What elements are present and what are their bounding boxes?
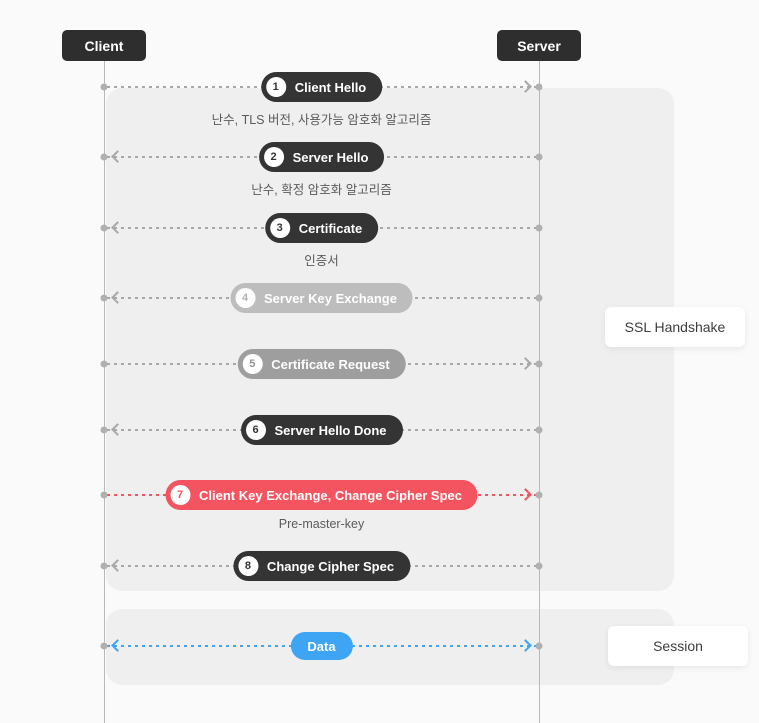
message-pill: 7 Client Key Exchange, Change Cipher Spe…: [165, 480, 478, 510]
step-number-badge: 2: [263, 147, 284, 167]
arrowhead-left-icon: [111, 291, 124, 304]
server-lifeline: [539, 61, 540, 723]
arrowhead-left-icon: [111, 221, 124, 234]
arrowhead-right-icon: [519, 80, 532, 93]
lifeline-dot: [100, 294, 108, 302]
step-number-badge: 7: [170, 485, 191, 505]
lifeline-dot: [100, 642, 108, 650]
ssl-handshake-tag-label: SSL Handshake: [624, 319, 726, 335]
message-note: Pre-master-key: [278, 517, 365, 531]
arrowhead-right-icon: [519, 357, 532, 370]
lifeline-dot: [535, 426, 543, 434]
message-label: Client Hello: [294, 79, 367, 95]
message-pill: 5 Certificate Request: [237, 349, 406, 379]
lifeline-dot: [535, 360, 543, 368]
message-pill: 1 Client Hello: [260, 72, 383, 102]
message-row-server-key-exchange: 4 Server Key Exchange: [100, 283, 543, 313]
lifeline-dot: [100, 83, 108, 91]
ssl-handshake-tag: SSL Handshake: [605, 307, 745, 347]
message-row-client-hello: 1 Client Hello: [100, 72, 543, 102]
message-pill: Data: [290, 632, 353, 660]
step-number-badge: 3: [269, 218, 290, 238]
message-row-server-hello: 2 Server Hello: [100, 142, 543, 172]
message-label: Server Hello Done: [274, 422, 387, 438]
lifeline-dot: [100, 426, 108, 434]
message-label: Certificate Request: [271, 356, 390, 372]
step-number-badge: 5: [242, 354, 263, 374]
message-pill: 6 Server Hello Done: [240, 415, 403, 445]
session-tag-label: Session: [653, 638, 703, 654]
message-row-client-key-exchange: 7 Client Key Exchange, Change Cipher Spe…: [100, 480, 543, 510]
message-label: Server Hello: [292, 149, 369, 165]
message-row-certificate-request: 5 Certificate Request: [100, 349, 543, 379]
step-number-badge: 4: [235, 288, 256, 308]
message-row-data: Data: [100, 631, 543, 661]
server-actor-label: Server: [517, 37, 561, 54]
client-lifeline: [104, 61, 105, 723]
message-label: Server Key Exchange: [264, 290, 397, 306]
lifeline-dot: [535, 83, 543, 91]
message-row-certificate: 3 Certificate: [100, 213, 543, 243]
lifeline-dot: [100, 153, 108, 161]
client-actor-label: Client: [84, 37, 124, 54]
lifeline-dot: [100, 360, 108, 368]
lifeline-dot: [100, 562, 108, 570]
arrowhead-left-icon: [111, 423, 124, 436]
client-actor-box: Client: [62, 30, 146, 61]
session-tag: Session: [608, 626, 748, 666]
lifeline-dot: [100, 224, 108, 232]
step-number-badge: 6: [245, 420, 266, 440]
lifeline-dot: [535, 294, 543, 302]
message-note: 난수, TLS 버전, 사용가능 암호화 알고리즘: [211, 113, 432, 127]
message-label: Data: [307, 638, 336, 654]
arrowhead-right-icon: [519, 488, 532, 501]
arrowhead-left-icon: [111, 559, 124, 572]
lifeline-dot: [535, 153, 543, 161]
message-pill: 8 Change Cipher Spec: [232, 551, 411, 581]
message-pill: 2 Server Hello: [258, 142, 385, 172]
message-label: Client Key Exchange, Change Cipher Spec: [199, 487, 462, 503]
message-note: 난수, 확정 암호화 알고리즘: [251, 183, 392, 197]
message-pill: 3 Certificate: [264, 213, 379, 243]
message-row-change-cipher-spec: 8 Change Cipher Spec: [100, 551, 543, 581]
message-label: Change Cipher Spec: [266, 558, 395, 574]
step-number-badge: 1: [265, 77, 286, 97]
lifeline-dot: [535, 642, 543, 650]
session-section-background: [106, 609, 674, 685]
message-pill: 4 Server Key Exchange: [230, 283, 413, 313]
message-note: 인증서: [304, 254, 339, 268]
arrowhead-left-icon: [111, 150, 124, 163]
arrowhead-right-icon: [519, 639, 532, 652]
step-number-badge: 8: [237, 556, 258, 576]
lifeline-dot: [535, 562, 543, 570]
lifeline-dot: [535, 224, 543, 232]
arrowhead-left-icon: [111, 639, 124, 652]
server-actor-box: Server: [497, 30, 581, 61]
lifeline-dot: [535, 491, 543, 499]
message-label: Certificate: [298, 220, 363, 236]
lifeline-dot: [100, 491, 108, 499]
message-row-server-hello-done: 6 Server Hello Done: [100, 415, 543, 445]
